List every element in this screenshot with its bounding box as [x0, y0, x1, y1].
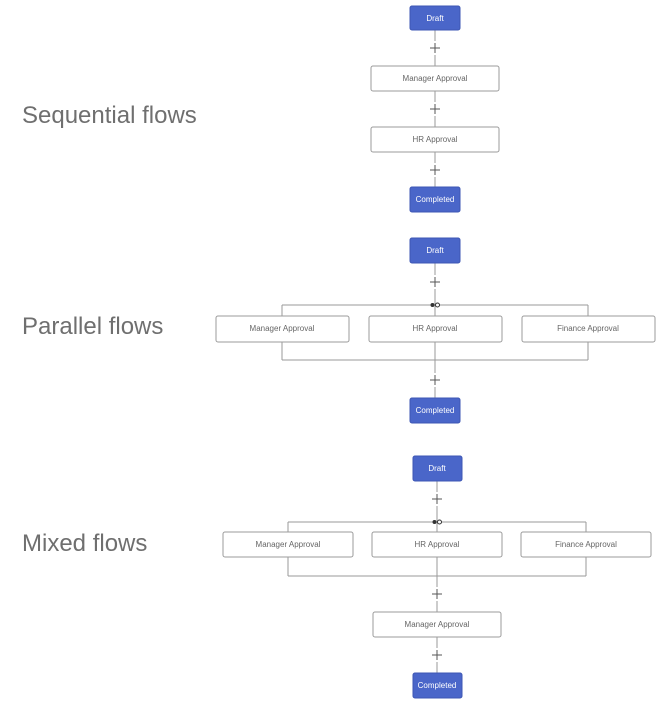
junction-icon[interactable] [430, 302, 440, 308]
section-title-mixed: Mixed flows [22, 530, 148, 557]
branch-label: Finance Approval [555, 540, 617, 549]
sequential-flow: Draft Manager Approval HR Approval [370, 5, 500, 213]
section-title-parallel: Parallel flows [22, 313, 164, 340]
branch-node-manager-approval[interactable]: Manager Approval [222, 531, 354, 558]
section-title-sequential: Sequential flows [22, 102, 197, 129]
completed-node[interactable]: Completed [412, 672, 463, 699]
step-label: HR Approval [413, 135, 458, 144]
draft-node[interactable]: Draft [409, 237, 461, 264]
mixed-flow: Draft Manager Approval HR Approval Finan… [222, 455, 652, 699]
parallel-flow: Draft Manager Approval HR Approval Finan… [215, 237, 656, 424]
plus-icon[interactable] [430, 648, 444, 662]
plus-icon[interactable] [428, 163, 442, 177]
plus-icon[interactable] [430, 587, 444, 601]
branch-label: HR Approval [415, 540, 460, 549]
draft-node[interactable]: Draft [409, 5, 461, 31]
step-node-manager-approval[interactable]: Manager Approval [372, 611, 502, 638]
plus-icon[interactable] [430, 492, 444, 506]
branch-node-manager-approval[interactable]: Manager Approval [215, 315, 350, 343]
completed-node[interactable]: Completed [409, 397, 461, 424]
plus-icon[interactable] [428, 102, 442, 116]
step-label: Manager Approval [405, 620, 470, 629]
branch-label: Manager Approval [250, 324, 315, 333]
branch-node-hr-approval[interactable]: HR Approval [371, 531, 503, 558]
draft-label: Draft [428, 464, 446, 473]
branch-node-finance-approval[interactable]: Finance Approval [520, 531, 652, 558]
draft-label: Draft [426, 246, 444, 255]
junction-icon[interactable] [432, 519, 442, 525]
step-node-manager-approval[interactable]: Manager Approval [370, 65, 500, 92]
branch-node-finance-approval[interactable]: Finance Approval [521, 315, 656, 343]
step-node-hr-approval[interactable]: HR Approval [370, 126, 500, 153]
branch-node-hr-approval[interactable]: HR Approval [368, 315, 503, 343]
step-label: Manager Approval [403, 74, 468, 83]
completed-label: Completed [418, 681, 457, 690]
completed-label: Completed [416, 195, 455, 204]
branch-label: Finance Approval [557, 324, 619, 333]
draft-label: Draft [426, 14, 444, 23]
completed-node[interactable]: Completed [409, 186, 461, 213]
plus-icon[interactable] [428, 275, 442, 289]
plus-icon[interactable] [428, 373, 442, 387]
branch-label: HR Approval [413, 324, 458, 333]
completed-label: Completed [416, 406, 455, 415]
plus-icon[interactable] [428, 41, 442, 55]
draft-node[interactable]: Draft [412, 455, 463, 482]
branch-label: Manager Approval [256, 540, 321, 549]
